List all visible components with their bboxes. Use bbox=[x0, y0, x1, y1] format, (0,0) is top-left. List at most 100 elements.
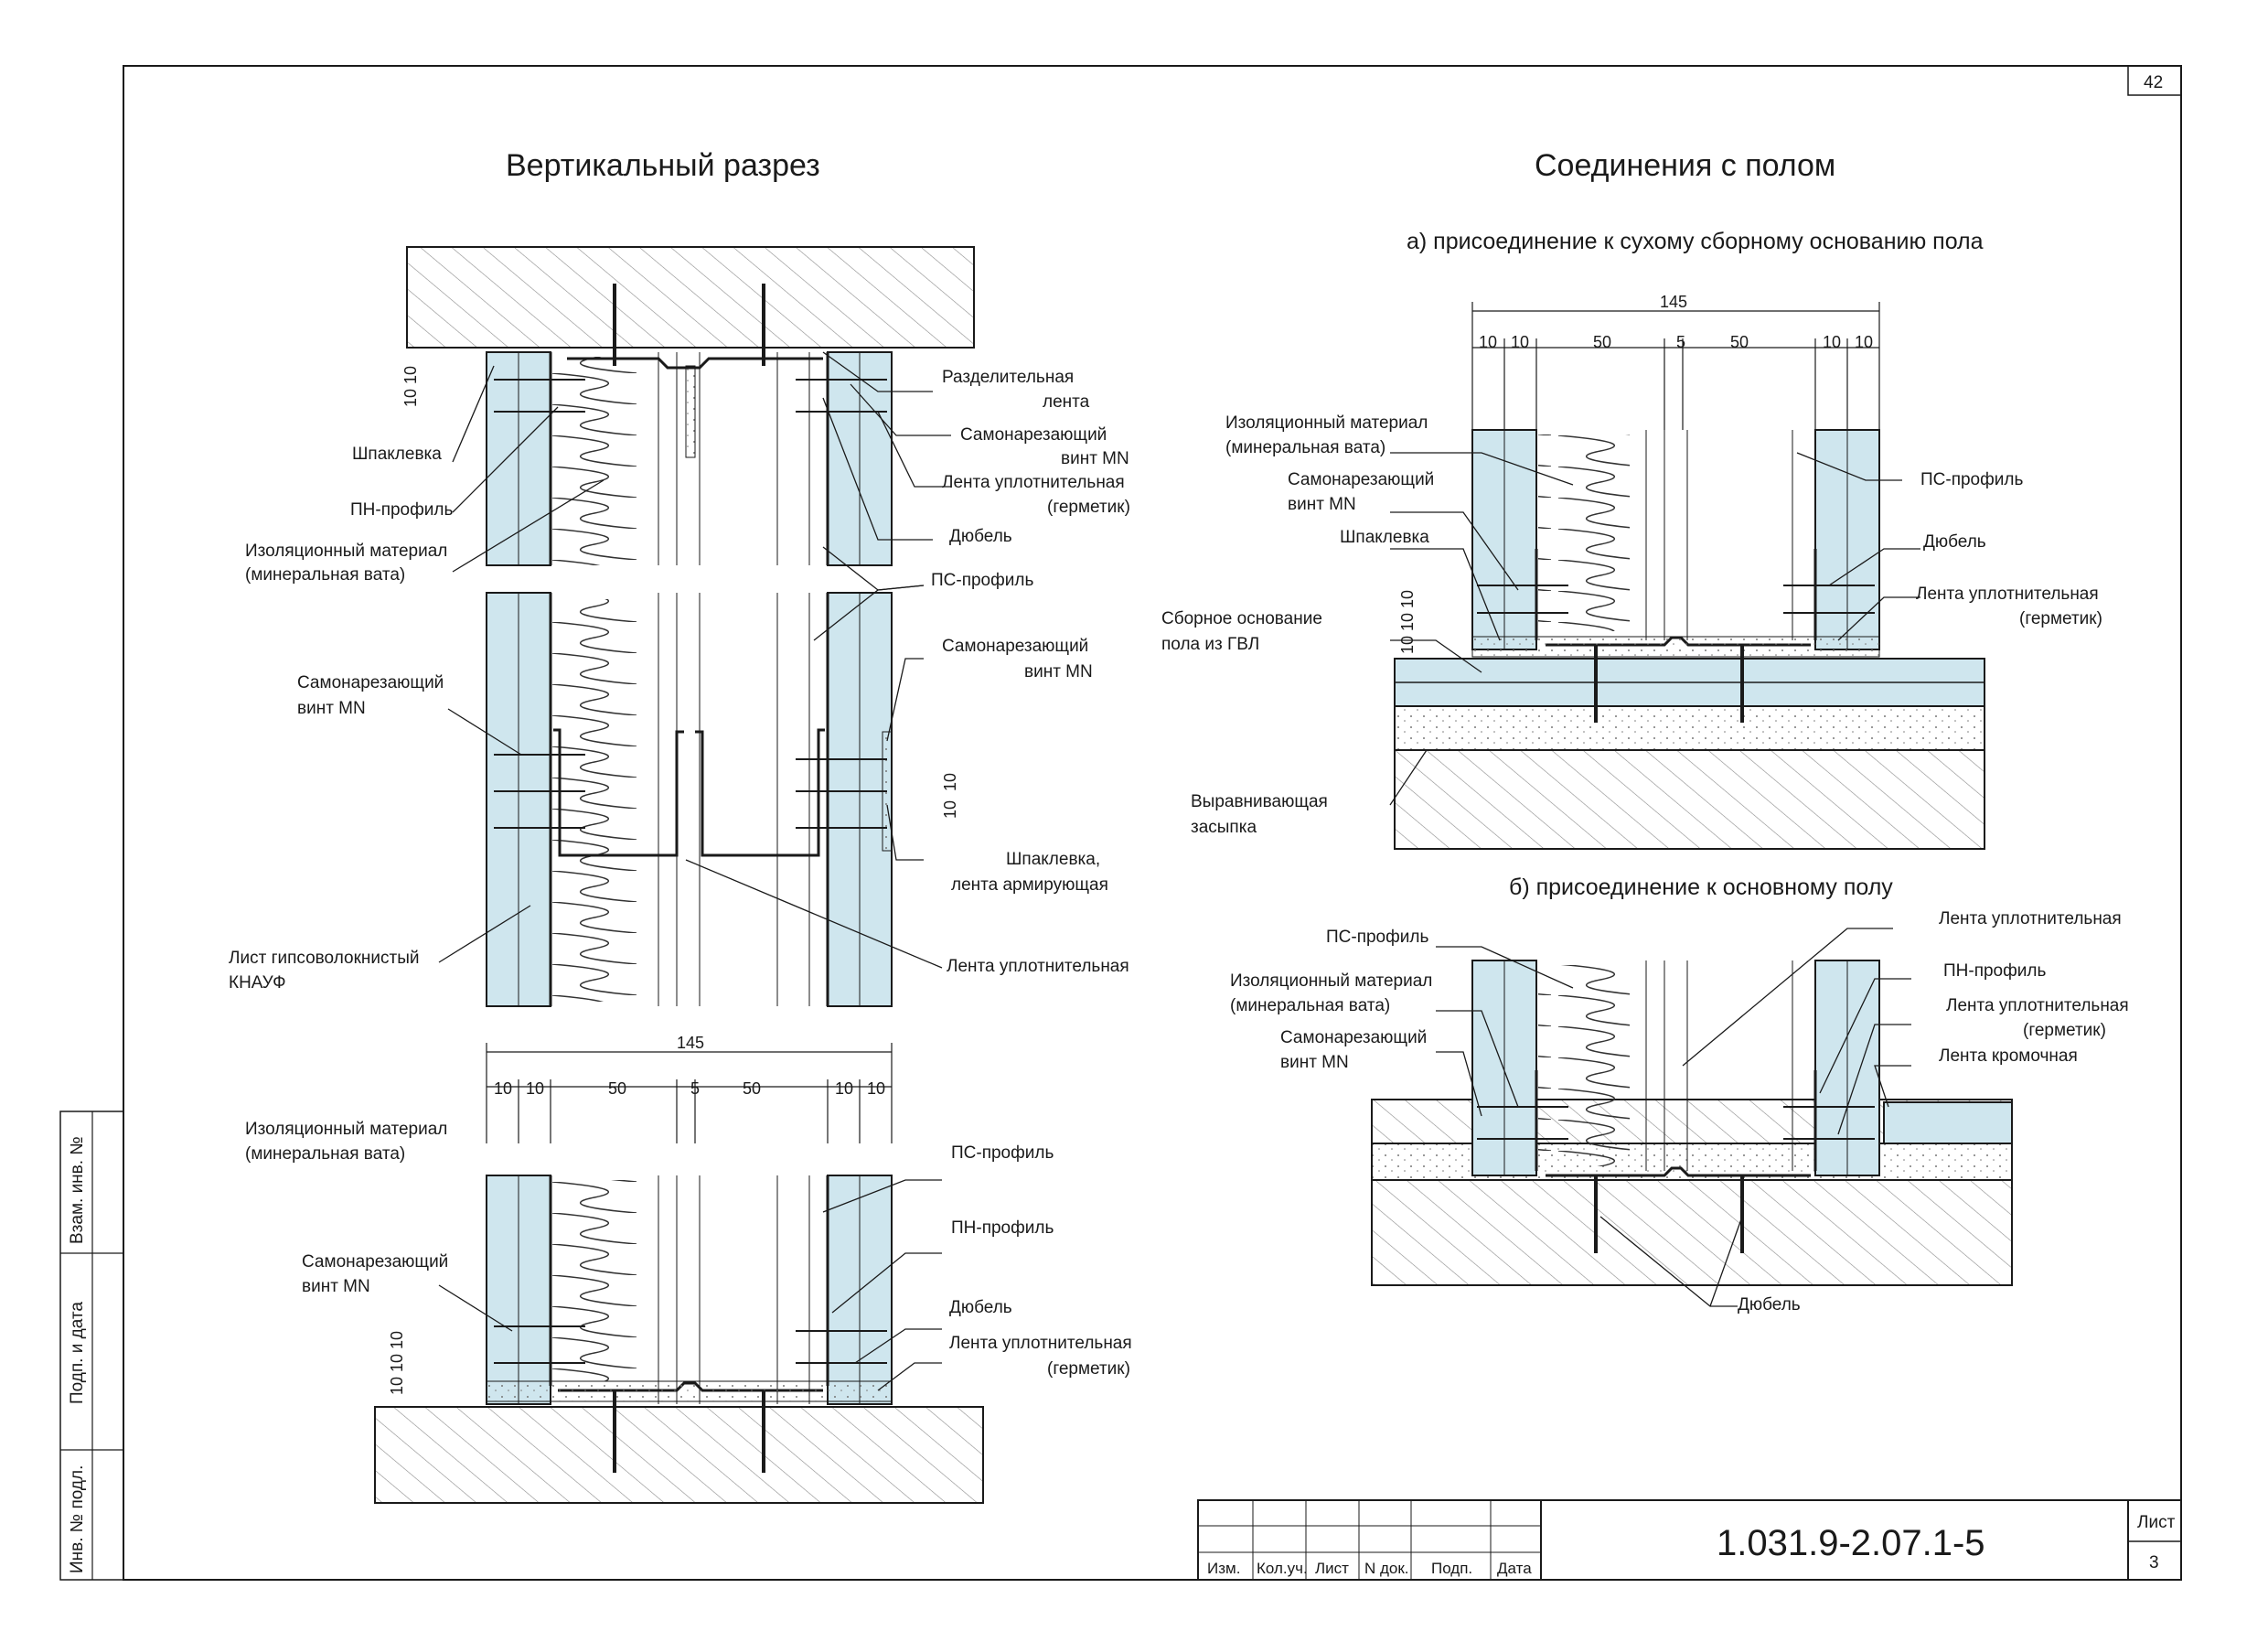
left-b-lenta-2: (герметик) bbox=[1047, 1359, 1130, 1379]
right-b-leaders bbox=[1436, 928, 1911, 1307]
left-dim-p2: 10 bbox=[526, 1079, 544, 1098]
right-b-lenta-1: Лента уплотнительная bbox=[1946, 996, 2129, 1015]
label-shp-arm-1: Шпаклевка, bbox=[1006, 850, 1100, 869]
left-b-izol-1: Изоляционный материал bbox=[245, 1120, 447, 1139]
right-b-vint-2: винт MN bbox=[1280, 1053, 1349, 1072]
right-title: Соединения с полом bbox=[1535, 148, 1835, 183]
dim-mid-1: 10 bbox=[941, 773, 959, 791]
right-a-vyr-1: Выравнивающая bbox=[1191, 792, 1328, 811]
left-dim-p4: 5 bbox=[690, 1079, 700, 1098]
right-b-base bbox=[1371, 1099, 2013, 1286]
right-a-dubel: Дюбель bbox=[1923, 532, 1986, 552]
left-b-dubel: Дюбель bbox=[949, 1298, 1012, 1317]
right-a-izol-1: Изоляционный материал bbox=[1225, 413, 1428, 433]
tb-list-label: Лист bbox=[2137, 1513, 2176, 1532]
left-dim-p6: 10 bbox=[835, 1079, 853, 1098]
tb-h-data: Дата bbox=[1497, 1560, 1532, 1577]
label-lenta-2: (герметик) bbox=[1047, 498, 1130, 517]
left-wall-middle bbox=[486, 592, 893, 1007]
right-a-ps: ПС-профиль bbox=[1920, 470, 2023, 489]
right-a-sbor-2: пола из ГВЛ bbox=[1161, 635, 1259, 654]
label-vint-r-2: винт MN bbox=[1024, 662, 1093, 681]
left-b-dim-vertical: 10 10 10 bbox=[388, 1331, 406, 1395]
label-vint-l-1: Самонарезающий bbox=[297, 673, 444, 692]
right-a-dim-p4: 5 bbox=[1676, 333, 1685, 351]
right-a-wall bbox=[1471, 429, 1880, 723]
tb-h-kol: Кол.уч. bbox=[1257, 1560, 1308, 1577]
left-b-ps: ПС-профиль bbox=[951, 1143, 1054, 1163]
right-a-dim-p7: 10 bbox=[1855, 333, 1873, 351]
label-ps: ПС-профиль bbox=[931, 571, 1033, 590]
right-b-izol-2: (минеральная вата) bbox=[1230, 996, 1390, 1015]
left-b-vint-2: винт MN bbox=[302, 1277, 370, 1296]
left-bottom-dimension-lines bbox=[486, 1043, 893, 1143]
sheet-frame bbox=[59, 65, 2182, 1581]
left-ceiling-slab bbox=[406, 246, 975, 349]
label-vint-r-1: Самонарезающий bbox=[942, 637, 1088, 656]
stamp-podp: Подп. и дата bbox=[68, 1302, 87, 1404]
left-dim-p7: 10 bbox=[867, 1079, 885, 1098]
label-list-2: КНАУФ bbox=[229, 973, 286, 993]
left-dim-total: 145 bbox=[677, 1034, 704, 1052]
tb-list-no: 3 bbox=[2149, 1553, 2159, 1572]
left-b-pn: ПН-профиль bbox=[951, 1218, 1054, 1238]
stamp-vzam: Взам. инв. № bbox=[68, 1136, 87, 1244]
tb-h-izm: Изм. bbox=[1207, 1560, 1240, 1577]
left-dim-p5: 50 bbox=[743, 1079, 761, 1098]
right-b-dubel: Дюбель bbox=[1738, 1295, 1801, 1314]
right-b-vint-1: Самонарезающий bbox=[1280, 1028, 1427, 1047]
left-screws bbox=[494, 284, 887, 1473]
stamp-inv: Инв. № подл. bbox=[68, 1465, 87, 1573]
right-a-lenta-2: (герметик) bbox=[2019, 609, 2102, 628]
left-b-lenta-1: Лента уплотнительная bbox=[949, 1334, 1132, 1353]
right-a-dim-p3: 50 bbox=[1593, 333, 1611, 351]
right-a-sbor-1: Сборное основание bbox=[1161, 609, 1322, 628]
right-a-dim-p5: 50 bbox=[1730, 333, 1749, 351]
dim-top-vertical: 10 10 bbox=[401, 366, 420, 407]
label-list-1: Лист гипсоволокнистый bbox=[229, 949, 419, 968]
right-b-izol-1: Изоляционный материал bbox=[1230, 971, 1432, 991]
right-a-dim-p6: 10 bbox=[1823, 333, 1841, 351]
right-b-wall bbox=[1471, 960, 1880, 1253]
label-vint-top-1: Самонарезающий bbox=[960, 425, 1107, 445]
right-a-dim-total: 145 bbox=[1660, 293, 1687, 311]
right-b-krom: Лента кромочная bbox=[1939, 1046, 2078, 1066]
dim-mid-2: 10 bbox=[941, 800, 959, 819]
right-a-vint-2: винт MN bbox=[1288, 495, 1356, 514]
left-dim-p1: 10 bbox=[494, 1079, 512, 1098]
label-vint-top-2: винт MN bbox=[1061, 449, 1129, 468]
right-a-dimension-lines bbox=[1471, 302, 1880, 430]
label-lenta-upl: Лента уплотнительная bbox=[947, 957, 1129, 976]
tb-h-list: Лист bbox=[1315, 1560, 1349, 1577]
right-a-izol-2: (минеральная вата) bbox=[1225, 438, 1385, 457]
right-a-dim-p2: 10 bbox=[1511, 333, 1529, 351]
doc-code: 1.031.9-2.07.1-5 bbox=[1717, 1523, 1985, 1563]
right-b-lenta-2: (герметик) bbox=[2023, 1021, 2106, 1040]
label-izol-2: (минеральная вата) bbox=[245, 565, 405, 585]
right-b-lenta-upl: Лента уплотнительная bbox=[1939, 909, 2122, 928]
right-b-ps: ПС-профиль bbox=[1326, 928, 1428, 947]
left-floor-slab bbox=[374, 1406, 984, 1504]
label-izol-1: Изоляционный материал bbox=[245, 542, 447, 561]
right-a-subtitle: а) присоединение к сухому сборному основ… bbox=[1407, 229, 1984, 254]
label-lenta-1: Лента уплотнительная bbox=[942, 473, 1125, 492]
right-a-lenta-1: Лента уплотнительная bbox=[1916, 585, 2099, 604]
right-a-dim-p1: 10 bbox=[1479, 333, 1497, 351]
left-dim-p3: 50 bbox=[608, 1079, 626, 1098]
right-a-vint-1: Самонарезающий bbox=[1288, 470, 1434, 489]
left-leaders bbox=[438, 351, 951, 1391]
page-number: 42 bbox=[2144, 73, 2163, 92]
left-wall-top bbox=[486, 351, 893, 566]
right-a-vyr-2: засыпка bbox=[1191, 818, 1257, 837]
right-a-dim-vertical: 10 10 10 bbox=[1398, 590, 1417, 654]
label-pn: ПН-профиль bbox=[350, 500, 453, 520]
label-razdel-1: Разделительная bbox=[942, 368, 1074, 387]
right-a-leaders bbox=[1389, 452, 1920, 806]
right-b-pn: ПН-профиль bbox=[1943, 961, 2046, 981]
label-shpakl: Шпаклевка bbox=[352, 445, 442, 464]
right-b-subtitle: б) присоединение к основному полу bbox=[1509, 875, 1893, 900]
label-dubel: Дюбель bbox=[949, 527, 1012, 546]
tb-h-podp: Подп. bbox=[1431, 1560, 1472, 1577]
label-razdel-2: лента bbox=[1043, 392, 1090, 412]
